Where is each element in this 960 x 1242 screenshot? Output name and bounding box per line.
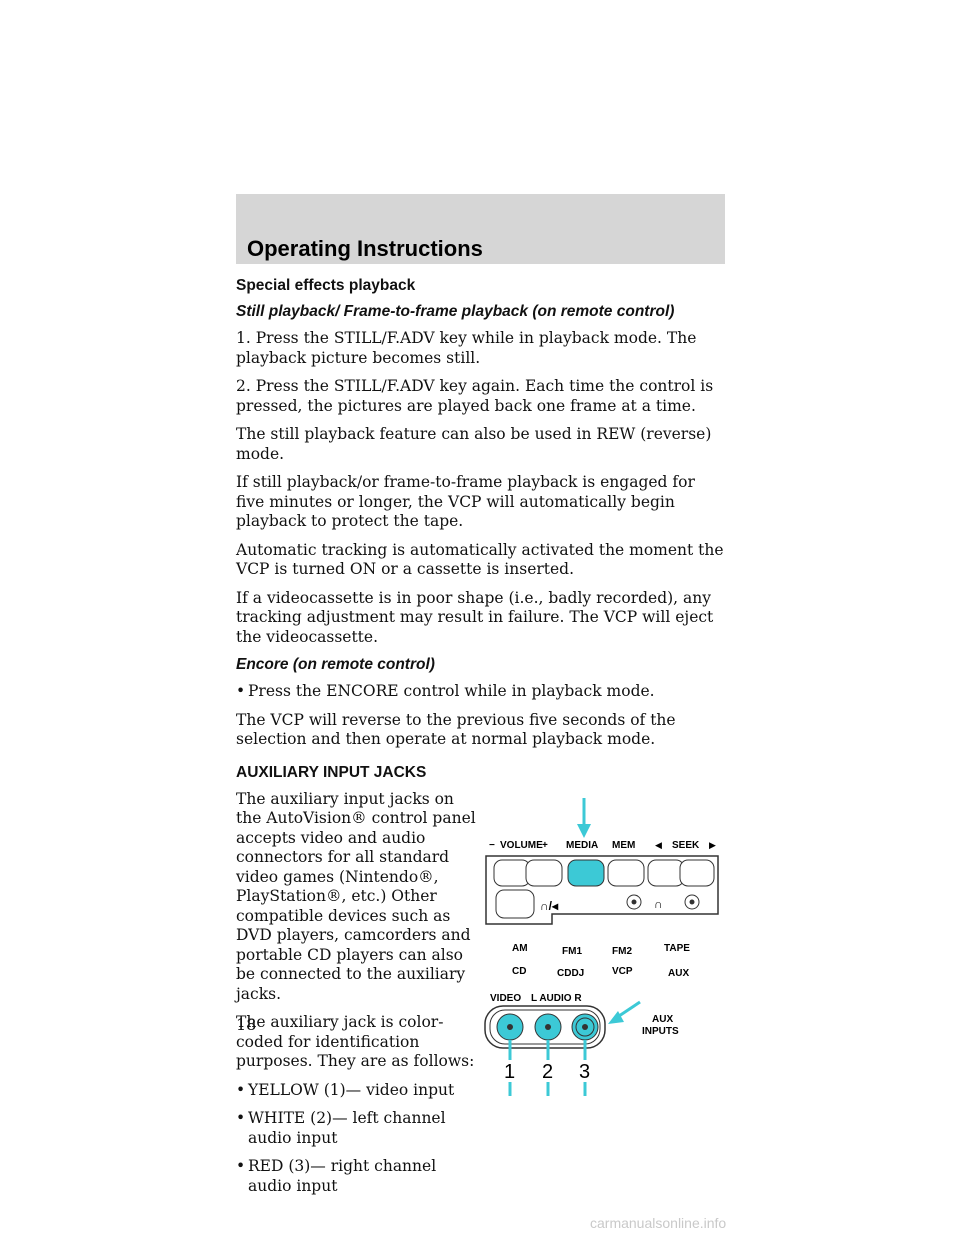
video-label: VIDEO xyxy=(490,993,521,1004)
watermark: carmanualsonline.info xyxy=(590,1215,727,1231)
mem-button[interactable] xyxy=(607,859,645,886)
cddj-label: CDDJ xyxy=(557,968,584,979)
cd-label: CD xyxy=(512,966,526,977)
aux-inputs-label-line2: INPUTS xyxy=(642,1026,679,1037)
volume-label: VOLUME xyxy=(500,840,543,851)
svg-text:◀: ◀ xyxy=(655,840,662,850)
aux-label: AUX xyxy=(668,968,689,979)
special-effects-heading: Special effects playback xyxy=(236,277,416,294)
control-panel-outline xyxy=(485,854,719,925)
volume-down-button[interactable] xyxy=(493,859,531,886)
paragraph: Automatic tracking is automatically acti… xyxy=(236,540,724,579)
jack-panel-outline xyxy=(484,1004,606,1049)
paragraph: If a videocassette is in poor shape (i.e… xyxy=(236,588,714,646)
aux-section: The auxiliary input jacks on the AutoVis… xyxy=(236,790,726,1197)
paragraph: The VCP will reverse to the previous fiv… xyxy=(236,710,676,749)
header-band xyxy=(236,194,725,264)
aux-text: The auxiliary input jacks on the AutoVis… xyxy=(236,790,481,1197)
pointer-arrow-head xyxy=(577,823,591,838)
bullet-dot: • xyxy=(236,682,246,700)
paragraph: The auxiliary jack is color-coded for id… xyxy=(236,1013,475,1070)
paragraph: 1. Press the STILL/F.ADV key while in pl… xyxy=(236,329,697,367)
headphone-icon: ∩ xyxy=(654,897,663,911)
svg-text:−: − xyxy=(489,840,495,851)
paragraph: 2. Press the STILL/F.ADV key again. Each… xyxy=(236,377,714,415)
am-label: AM xyxy=(512,943,528,954)
fm2-label: FM2 xyxy=(612,946,632,957)
media-label: MEDIA xyxy=(566,840,598,851)
seek-up-button[interactable] xyxy=(679,859,715,886)
paragraph: The auxiliary input jacks on the AutoVis… xyxy=(236,789,476,1003)
encore-subheading: Encore (on remote control) xyxy=(236,656,435,673)
list-item: •RED (3)— right channel audio input xyxy=(236,1157,437,1195)
callout-1: 1 xyxy=(504,1061,515,1083)
phone-speaker-icon: ∩/◂ xyxy=(540,899,559,913)
callout-3: 3 xyxy=(579,1061,590,1083)
audio-label: L AUDIO R xyxy=(531,993,582,1004)
seek-down-button[interactable] xyxy=(647,859,685,886)
page-number: 18 xyxy=(236,1015,257,1034)
aux-arrow-head xyxy=(608,1010,624,1024)
page-content: Special effects playback Still playback/… xyxy=(236,277,726,1205)
svg-text:+: + xyxy=(542,840,548,851)
aux-panel-figure: VOLUME MEDIA MEM SEEK − + ◀ ▶ ∩/◂ ∩ AM xyxy=(484,797,719,1096)
list-item: •Press the ENCORE control while in playb… xyxy=(236,682,655,700)
list-item: •YELLOW (1)— video input xyxy=(236,1080,455,1099)
seek-label: SEEK xyxy=(672,840,700,851)
paragraph: If still playback/or frame-to-frame play… xyxy=(236,473,695,530)
mem-label: MEM xyxy=(612,840,635,851)
power-button[interactable] xyxy=(495,889,535,918)
svg-text:▶: ▶ xyxy=(709,840,716,850)
aux-jacks-heading: AUXILIARY INPUT JACKS xyxy=(236,763,427,781)
fm1-label: FM1 xyxy=(562,946,582,957)
vcp-label: VCP xyxy=(612,966,633,977)
tape-label: TAPE xyxy=(664,943,690,954)
page-header-title: Operating Instructions xyxy=(247,236,483,261)
paragraph: The still playback feature can also be u… xyxy=(236,425,712,463)
media-button[interactable] xyxy=(567,859,605,886)
volume-up-button[interactable] xyxy=(525,859,563,886)
callout-2: 2 xyxy=(542,1061,553,1083)
list-item: •WHITE (2)— left channel audio input xyxy=(236,1109,446,1147)
aux-inputs-label-line1: AUX xyxy=(652,1014,673,1025)
still-playback-subheading: Still playback/ Frame-to-frame playback … xyxy=(236,303,675,320)
